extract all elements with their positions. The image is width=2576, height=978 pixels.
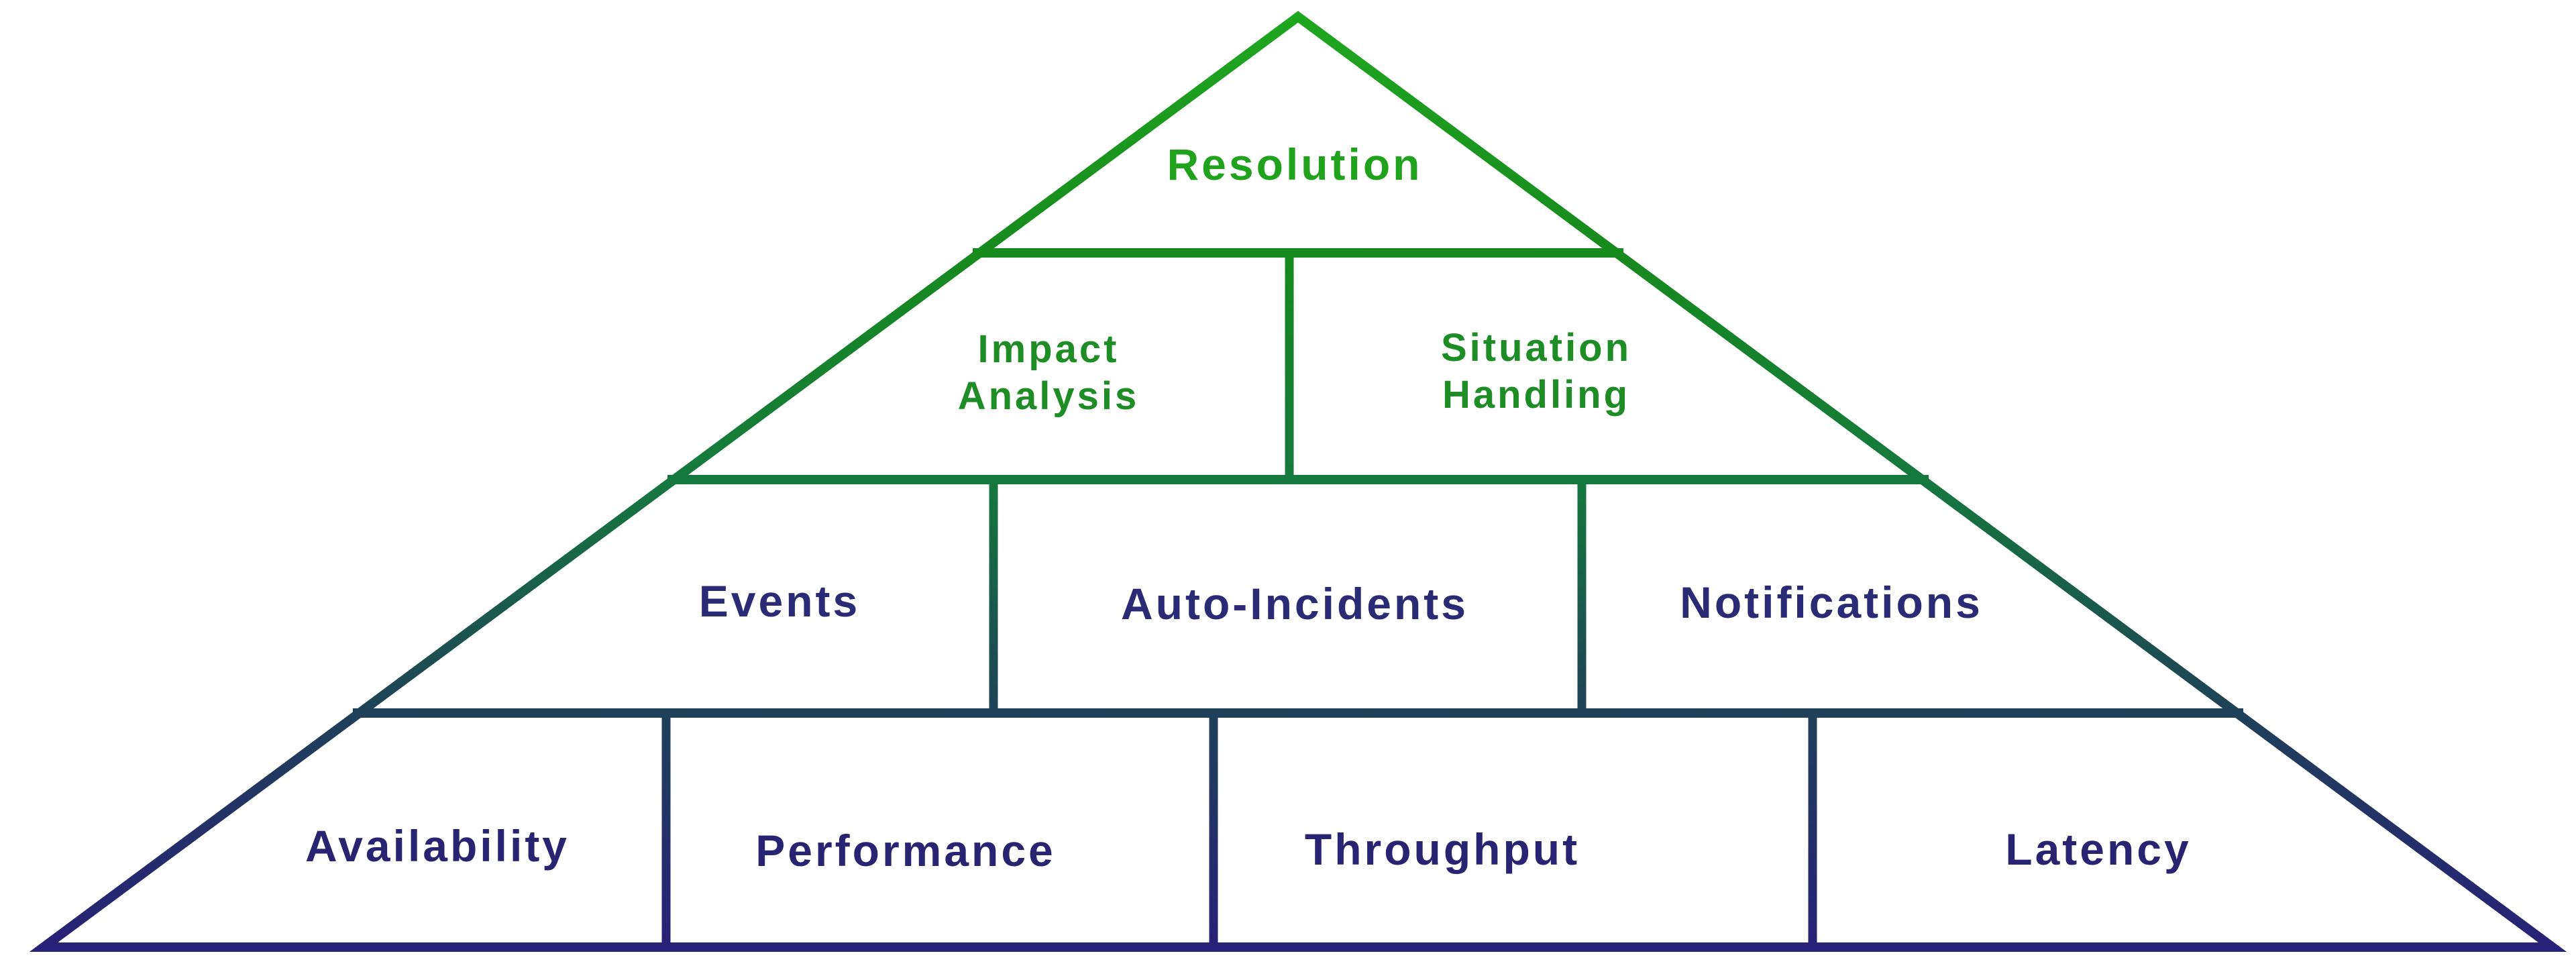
pyramid-cell-auto-incidents: Auto-Incidents (1121, 579, 1468, 629)
pyramid-cell-latency: Latency (2005, 824, 2192, 875)
pyramid-cell-throughput: Throughput (1304, 824, 1580, 875)
pyramid-cell-notifications: Notifications (1680, 578, 1983, 628)
pyramid-cell-events: Events (698, 576, 861, 627)
pyramid-cell-situation-handling: Situation Handling (1440, 326, 1632, 417)
pyramid-cell-impact-analysis: Impact Analysis (957, 327, 1140, 418)
pyramid-cell-performance: Performance (755, 826, 1056, 876)
pyramid-cell-resolution: Resolution (1167, 140, 1423, 190)
pyramid-cell-availability: Availability (305, 821, 570, 871)
